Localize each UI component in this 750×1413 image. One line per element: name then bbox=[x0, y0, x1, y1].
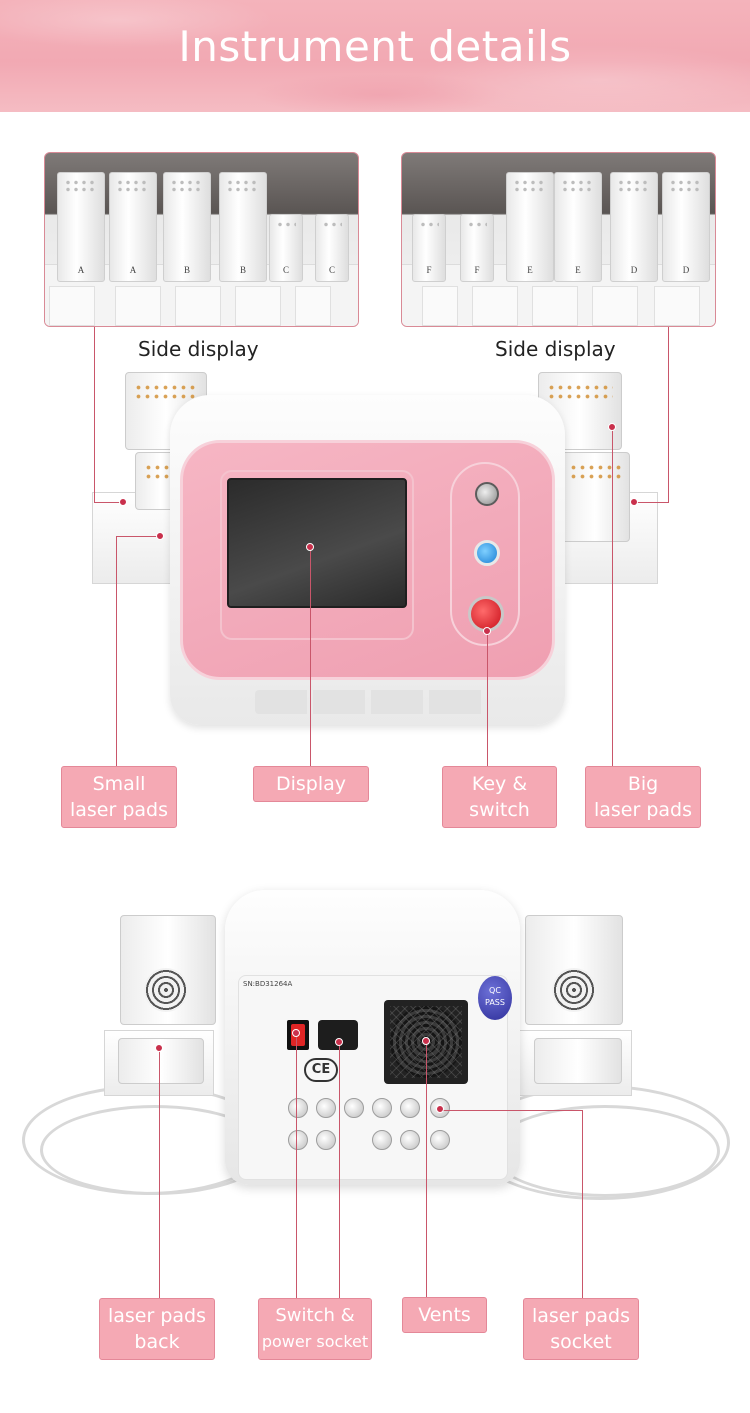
leader-line bbox=[94, 327, 95, 503]
slot bbox=[295, 286, 331, 326]
slot bbox=[422, 286, 458, 326]
pad-port bbox=[288, 1098, 308, 1118]
leader-line bbox=[339, 1043, 340, 1298]
leader-line bbox=[636, 502, 668, 503]
laser-pad: B bbox=[219, 172, 267, 282]
leader-line bbox=[310, 548, 311, 766]
pad-port bbox=[430, 1130, 450, 1150]
control-column bbox=[450, 462, 520, 646]
pad-port bbox=[316, 1130, 336, 1150]
laser-pad: E bbox=[506, 172, 554, 282]
display-screen bbox=[227, 478, 407, 608]
pad-fan-grill bbox=[552, 968, 596, 1012]
leader-line bbox=[582, 1110, 583, 1298]
pad-port bbox=[372, 1130, 392, 1150]
pad-port bbox=[400, 1098, 420, 1118]
marker-dot bbox=[155, 1044, 163, 1052]
front-vent-strip bbox=[255, 690, 485, 714]
big-laser-pad bbox=[560, 452, 630, 542]
header-banner: Instrument details bbox=[0, 0, 750, 112]
ce-mark: CE bbox=[304, 1058, 338, 1082]
leader-line bbox=[612, 428, 613, 766]
laser-pad: A bbox=[57, 172, 105, 282]
leader-line bbox=[159, 1049, 160, 1298]
label-key-switch: Key &switch bbox=[442, 766, 557, 828]
slot bbox=[472, 286, 518, 326]
marker-dot bbox=[119, 498, 127, 506]
slot bbox=[115, 286, 161, 326]
leader-line bbox=[442, 1110, 583, 1111]
page-title: Instrument details bbox=[178, 22, 572, 71]
marker-dot bbox=[436, 1105, 444, 1113]
slot bbox=[654, 286, 700, 326]
pad-port bbox=[400, 1130, 420, 1150]
slot bbox=[175, 286, 221, 326]
laser-pad: C bbox=[315, 214, 349, 282]
right-side-display-photo: F F E E D D bbox=[401, 152, 716, 327]
marker-dot bbox=[483, 627, 491, 635]
cable bbox=[490, 1105, 720, 1197]
caption-right-side-display: Side display bbox=[495, 337, 616, 361]
laser-pad-back bbox=[534, 1038, 622, 1084]
leader-line bbox=[116, 536, 117, 766]
slot bbox=[592, 286, 638, 326]
leader-line bbox=[668, 327, 669, 503]
pad-fan-grill bbox=[144, 968, 188, 1012]
laser-pad-back bbox=[118, 1038, 204, 1084]
slot bbox=[235, 286, 281, 326]
marker-dot bbox=[292, 1029, 300, 1037]
pad-port bbox=[344, 1098, 364, 1118]
marker-dot bbox=[306, 543, 314, 551]
laser-pad: D bbox=[662, 172, 710, 282]
pad-port bbox=[316, 1098, 336, 1118]
serial-number: SN:BD31264A bbox=[243, 980, 293, 988]
label-display: Display bbox=[253, 766, 369, 802]
label-vents: Vents bbox=[402, 1297, 487, 1333]
laser-pad: E bbox=[554, 172, 602, 282]
laser-pad: C bbox=[269, 214, 303, 282]
marker-dot bbox=[630, 498, 638, 506]
leader-line bbox=[296, 1034, 297, 1298]
leader-line bbox=[116, 536, 160, 537]
marker-dot bbox=[608, 423, 616, 431]
laser-pad: A bbox=[109, 172, 157, 282]
label-switch-power-socket: Switch &power socket bbox=[258, 1298, 372, 1360]
blue-button bbox=[474, 540, 500, 566]
laser-pad: D bbox=[610, 172, 658, 282]
marker-dot bbox=[422, 1037, 430, 1045]
leader-line bbox=[94, 502, 122, 503]
laser-pad: F bbox=[412, 214, 446, 282]
key-switch-icon bbox=[475, 482, 499, 506]
leader-line bbox=[487, 632, 488, 766]
slot bbox=[49, 286, 95, 326]
laser-pad: B bbox=[163, 172, 211, 282]
screen-bezel bbox=[220, 470, 414, 640]
caption-left-side-display: Side display bbox=[138, 337, 259, 361]
left-side-display-photo: A A B B C C bbox=[44, 152, 359, 327]
marker-dot bbox=[335, 1038, 343, 1046]
leader-line bbox=[426, 1042, 427, 1297]
laser-pad: F bbox=[460, 214, 494, 282]
slot bbox=[532, 286, 578, 326]
pad-port bbox=[288, 1130, 308, 1150]
pad-port bbox=[372, 1098, 392, 1118]
marker-dot bbox=[156, 532, 164, 540]
